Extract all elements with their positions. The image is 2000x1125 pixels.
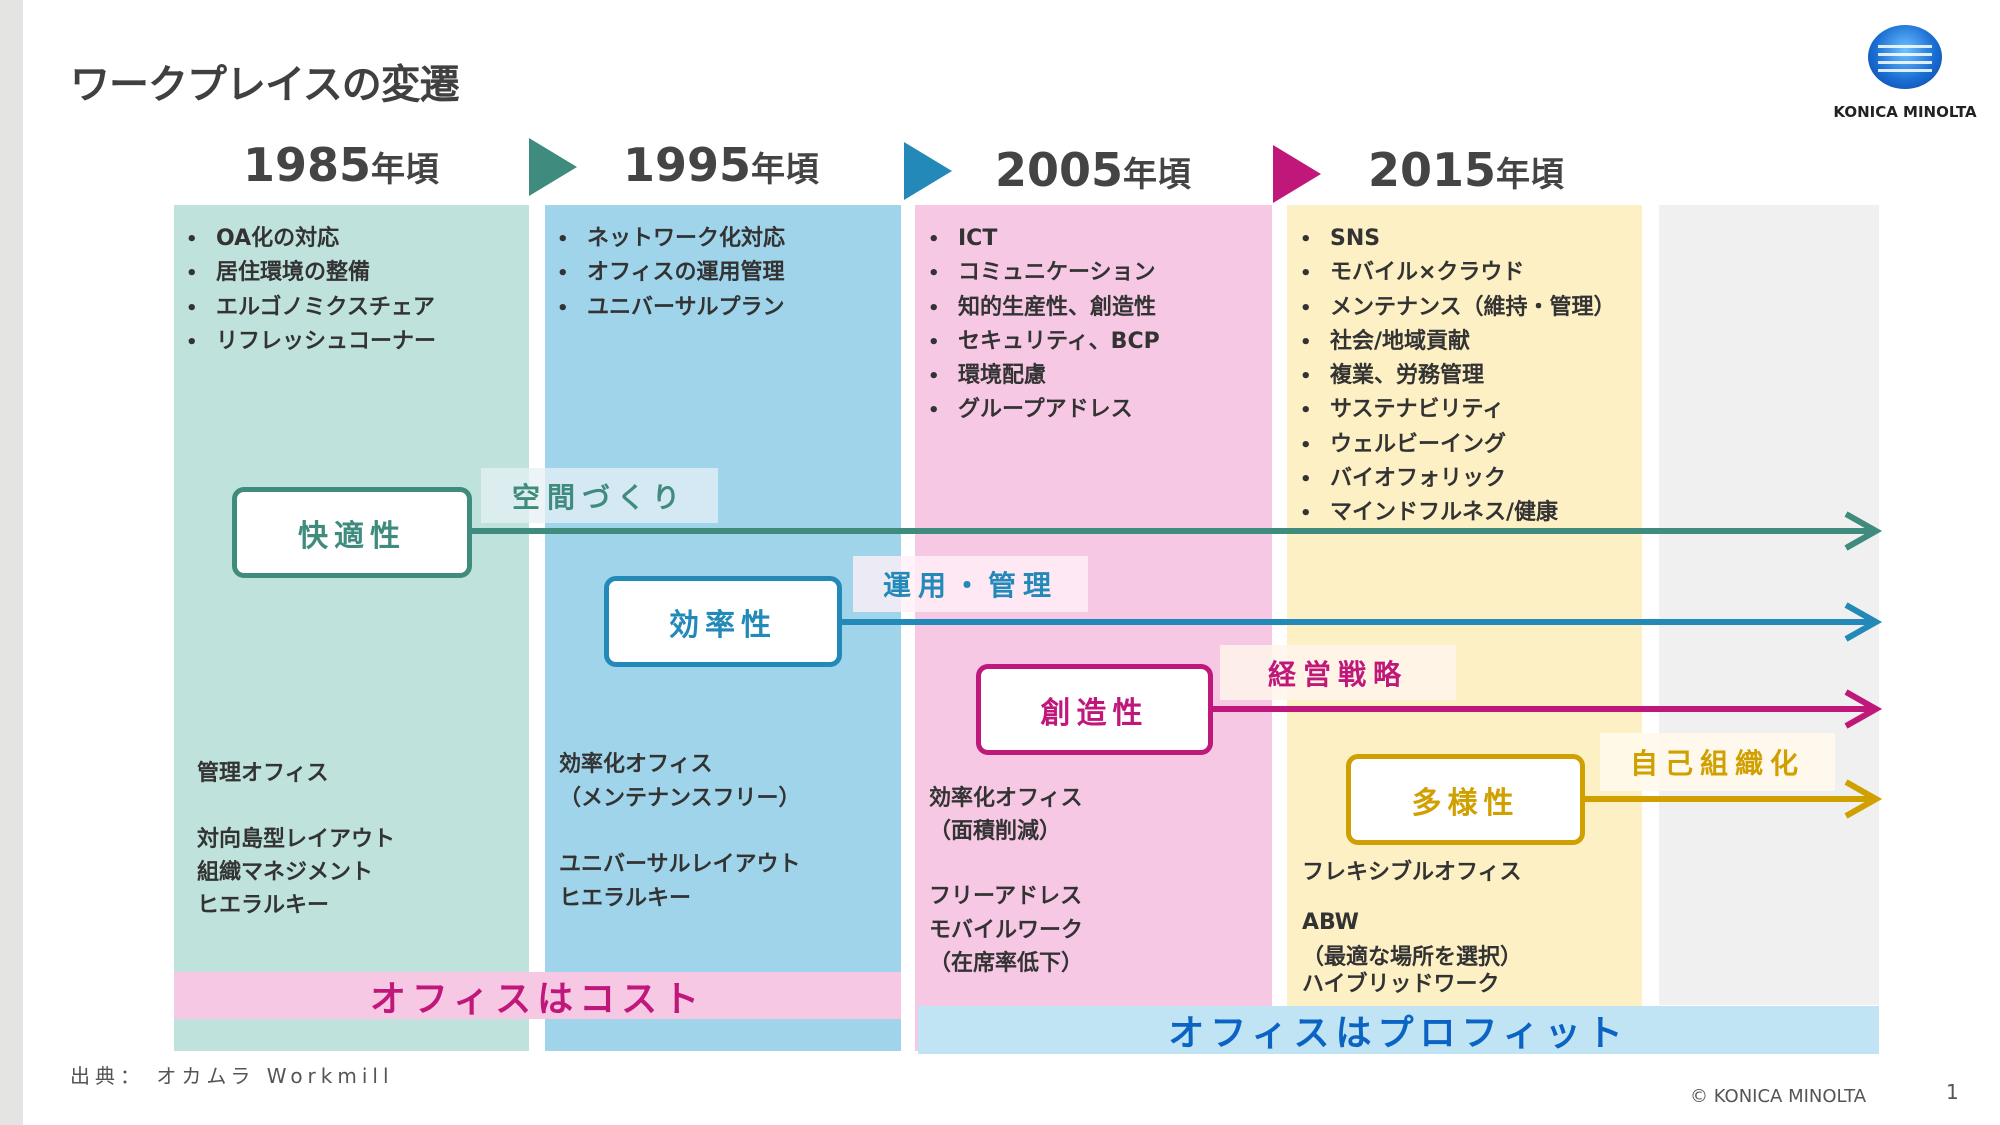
- bullet-item: メンテナンス（維持・管理）: [1300, 291, 1616, 325]
- profit-band: オフィスはプロフィット: [918, 1006, 1879, 1054]
- bullet-item: 知的生産性、創造性: [928, 291, 1160, 325]
- office-text: ABW: [1302, 910, 1359, 935]
- bullets-2005: ICTコミュニケーション知的生産性、創造性セキュリティ、BCP環境配慮グループア…: [928, 222, 1160, 428]
- office-text: （面積削減）: [929, 819, 1062, 844]
- office-text: （在席率低下）: [929, 951, 1084, 976]
- theme-box-kouritsu: 効率性: [604, 576, 842, 667]
- year-2015: 2015年頃: [1368, 143, 1565, 197]
- triangle-arrow-icon: [904, 142, 952, 200]
- office-text: 対向島型レイアウト: [197, 827, 396, 852]
- office-text: ヒエラルキー: [559, 886, 692, 911]
- office-text: 効率化オフィス: [929, 786, 1083, 811]
- bullet-item: セキュリティ、BCP: [928, 325, 1160, 359]
- triangle-arrow-icon: [1273, 145, 1321, 203]
- label-kuukan: 空間づくり: [481, 468, 718, 523]
- bullet-item: サステナビリティ: [1300, 393, 1616, 427]
- bullet-item: モバイル×クラウド: [1300, 256, 1616, 290]
- arrow-tayou: [1583, 779, 1883, 819]
- logo-text: KONICA MINOLTA: [1833, 103, 1977, 121]
- office-text: 効率化オフィス: [559, 752, 713, 777]
- bullet-item: 環境配慮: [928, 359, 1160, 393]
- office-text: ヒエラルキー: [197, 893, 330, 918]
- bullet-item: SNS: [1300, 222, 1616, 256]
- future-column: [1659, 205, 1879, 1005]
- office-text: 管理オフィス: [197, 761, 329, 786]
- bullets-1985: OA化の対応居住環境の整備エルゴノミクスチェアリフレッシュコーナー: [186, 222, 436, 359]
- bullet-item: バイオフォリック: [1300, 462, 1616, 496]
- bullet-item: グループアドレス: [928, 393, 1160, 427]
- bullet-item: コミュニケーション: [928, 256, 1160, 290]
- page-number: 1: [1946, 1080, 1959, 1104]
- globe-icon: [1868, 25, 1942, 89]
- bullet-item: エルゴノミクスチェア: [186, 291, 436, 325]
- year-2005: 2005年頃: [995, 143, 1192, 197]
- bullets-1995: ネットワーク化対応オフィスの運用管理ユニバーサルプラン: [557, 222, 785, 325]
- office-text: フリーアドレス: [929, 884, 1083, 909]
- theme-box-tayou: 多様性: [1346, 754, 1585, 845]
- office-text: ハイブリッドワーク: [1302, 972, 1500, 997]
- bullet-item: ICT: [928, 222, 1160, 256]
- office-text: ユニバーサルレイアウト: [559, 852, 801, 877]
- bullet-item: ネットワーク化対応: [557, 222, 785, 256]
- label-unyou: 運用・管理: [853, 556, 1088, 612]
- bullet-item: ウェルビーイング: [1300, 428, 1616, 462]
- label-jikososhiki: 自己組織化: [1600, 733, 1835, 791]
- arrow-kouritsu: [840, 602, 1883, 642]
- source-note: 出典： オカムラ Workmill: [70, 1064, 394, 1088]
- slide-edge: [0, 0, 23, 1125]
- arrow-souzou: [1211, 689, 1883, 729]
- bullet-item: 居住環境の整備: [186, 256, 436, 290]
- bullet-item: OA化の対応: [186, 222, 436, 256]
- office-text: モバイルワーク: [929, 918, 1084, 943]
- arrow-kaiteki: [470, 511, 1883, 551]
- office-text: フレキシブルオフィス: [1302, 860, 1522, 885]
- bullets-2015: SNSモバイル×クラウドメンテナンス（維持・管理）社会/地域貢献複業、労務管理サ…: [1300, 222, 1616, 531]
- bullet-item: 社会/地域貢献: [1300, 325, 1616, 359]
- office-text: 組織マネジメント: [197, 860, 374, 885]
- triangle-arrow-icon: [529, 138, 577, 196]
- year-1995: 1995年頃: [623, 138, 820, 192]
- bullet-item: マインドフルネス/健康: [1300, 496, 1616, 530]
- year-1985: 1985年頃: [243, 138, 440, 192]
- page-title: ワークプレイスの変遷: [70, 62, 460, 108]
- theme-box-souzou: 創造性: [976, 664, 1213, 755]
- bullet-item: ユニバーサルプラン: [557, 291, 785, 325]
- copyright: © KONICA MINOLTA: [1690, 1086, 1867, 1107]
- bullet-item: リフレッシュコーナー: [186, 325, 436, 359]
- office-text: （最適な場所を選択）: [1302, 945, 1523, 970]
- office-text: （メンテナンスフリー）: [559, 786, 801, 811]
- konica-minolta-logo: KONICA MINOLTA: [1820, 25, 1990, 121]
- cost-band: オフィスはコスト: [174, 972, 901, 1020]
- label-keiei: 経営戦略: [1220, 645, 1456, 700]
- theme-box-kaiteki: 快適性: [232, 487, 472, 578]
- bullet-item: 複業、労務管理: [1300, 359, 1616, 393]
- bullet-item: オフィスの運用管理: [557, 256, 785, 290]
